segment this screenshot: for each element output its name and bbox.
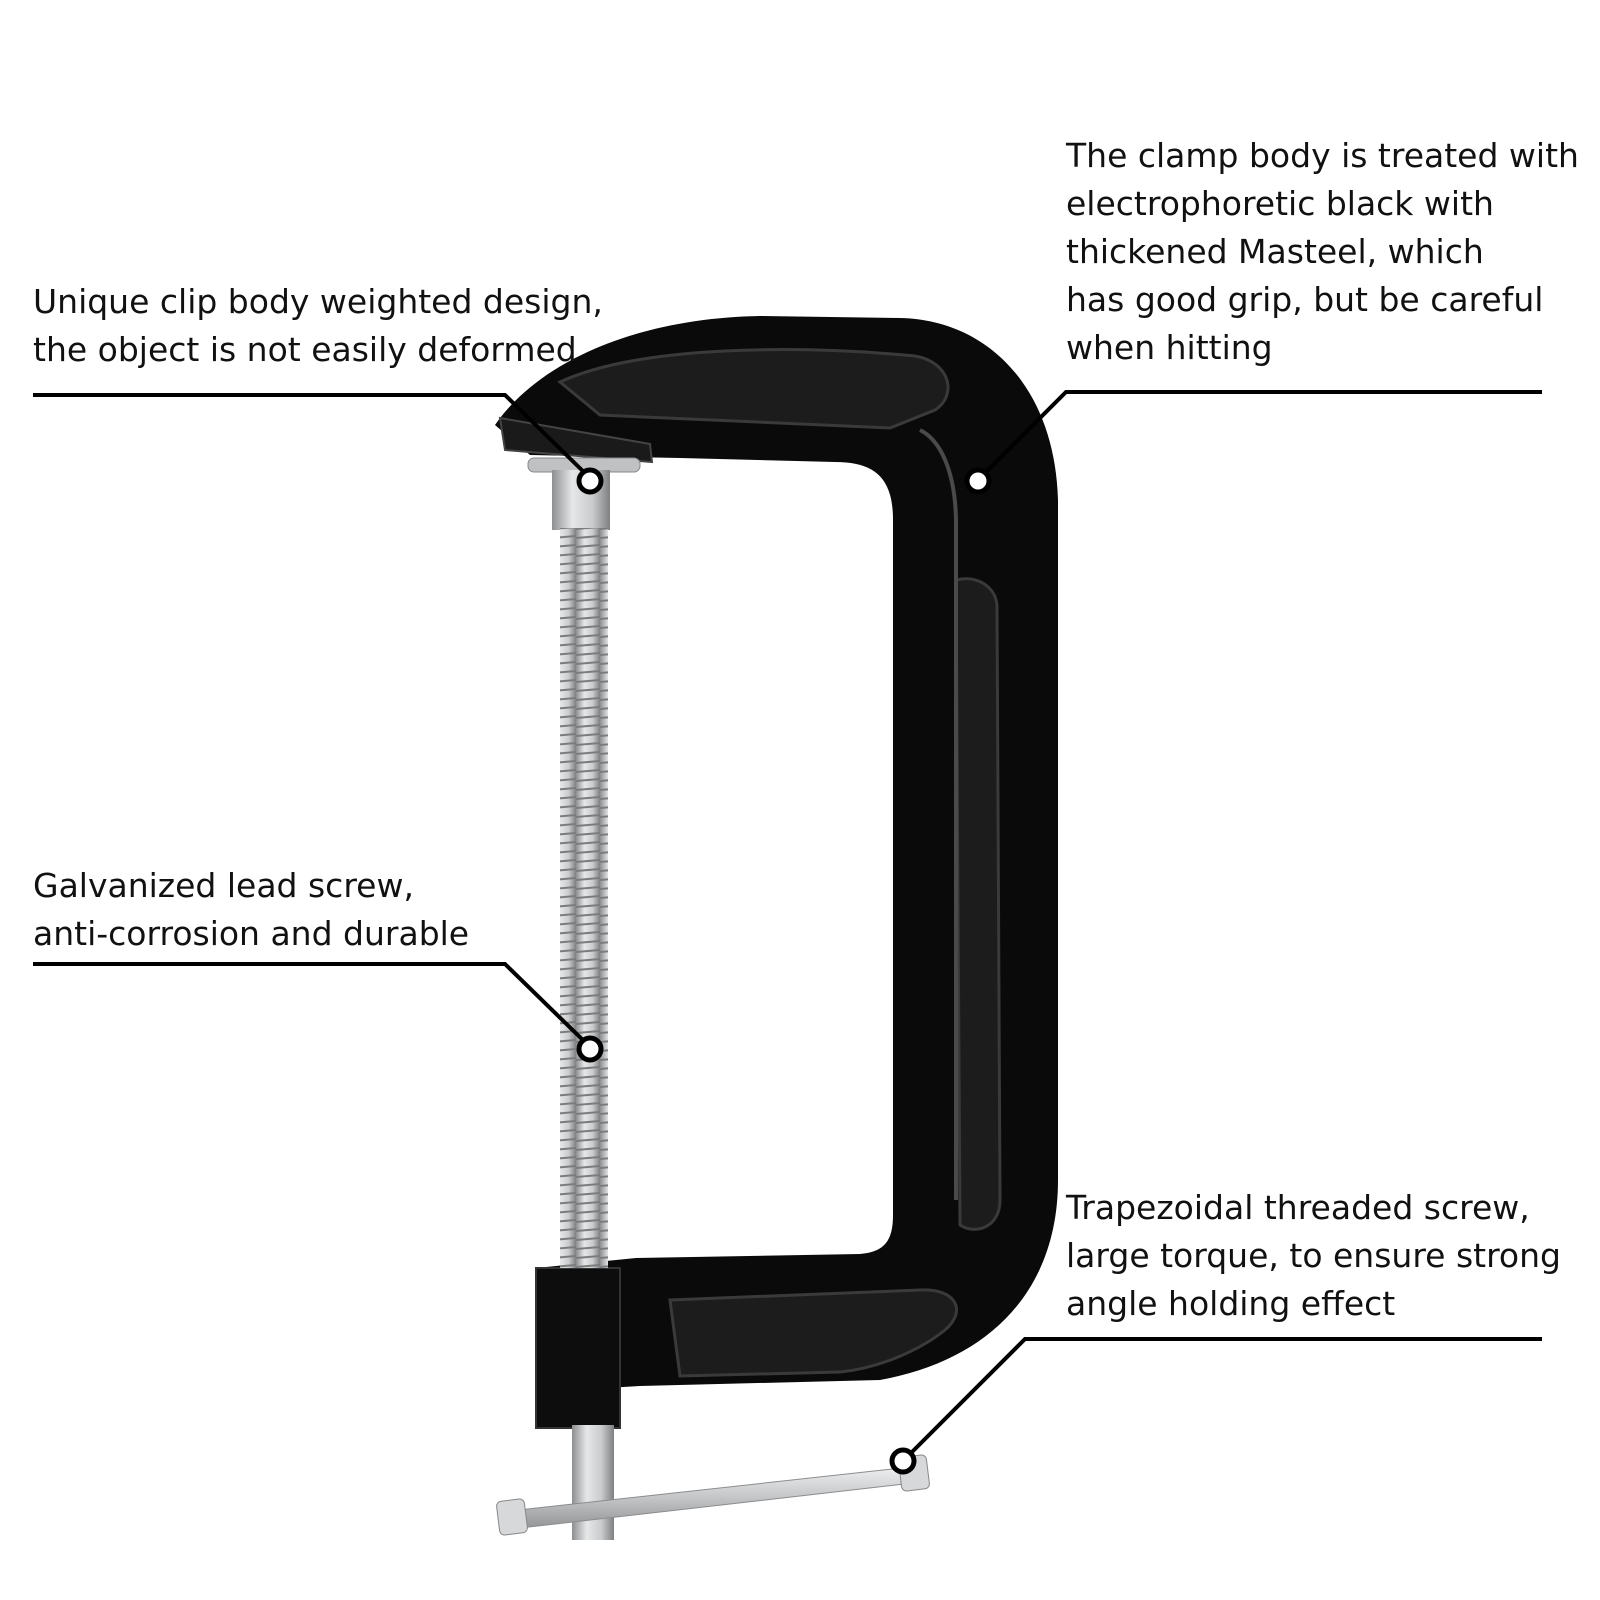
callout-line: angle holding effect [1066,1284,1396,1323]
marker-trapezoidal-screw [889,1447,917,1475]
callout-markers [576,467,992,1475]
lower-recess [668,1288,958,1378]
leader-line-electrophoretic-body [978,390,1542,480]
handle-end-left [496,1498,528,1536]
callout-line: Trapezoidal threaded screw, [1066,1188,1530,1227]
marker-galvanized-screw [576,1035,604,1063]
leader-line-weighted-design [33,393,592,480]
callout-line: The clamp body is treated with [1066,136,1579,175]
screw-lower-shaft [572,1425,614,1540]
marker-electrophoretic-body [964,467,992,495]
callout-line: large torque, to ensure strong [1066,1236,1561,1275]
clamp-frame [495,316,1058,1392]
screw-threads [560,528,608,1268]
callout-galvanized-screw: Galvanized lead screw, anti-corrosion an… [33,862,469,958]
callout-electrophoretic-body: The clamp body is treated with electroph… [1066,132,1579,372]
callout-line: has good grip, but be careful [1066,280,1544,319]
leader-line-trapezoidal-screw [903,1337,1542,1461]
lead-screw [496,457,930,1540]
frame-edge-highlight [919,428,958,1200]
callout-line: Unique clip body weighted design, [33,282,603,321]
upper-recess [557,348,950,430]
screw-housing [535,1267,621,1429]
callout-trapezoidal-screw: Trapezoidal threaded screw, large torque… [1066,1184,1561,1328]
callout-line: anti-corrosion and durable [33,914,470,953]
callout-line: Galvanized lead screw, [33,866,414,905]
callout-line: the object is not easily deformed [33,330,577,369]
callout-line: thickened Masteel, which [1066,232,1484,271]
callout-weighted-design: Unique clip body weighted design, the ob… [33,278,603,374]
side-recess [954,577,1002,1231]
t-handle [499,1465,923,1531]
clamp-body [495,316,1058,1429]
callout-line: when hitting [1066,328,1273,367]
leader-lines [33,390,1542,1461]
callout-line: electrophoretic black with [1066,184,1494,223]
leader-line-galvanized-screw [33,962,592,1049]
marker-weighted-design [576,467,604,495]
